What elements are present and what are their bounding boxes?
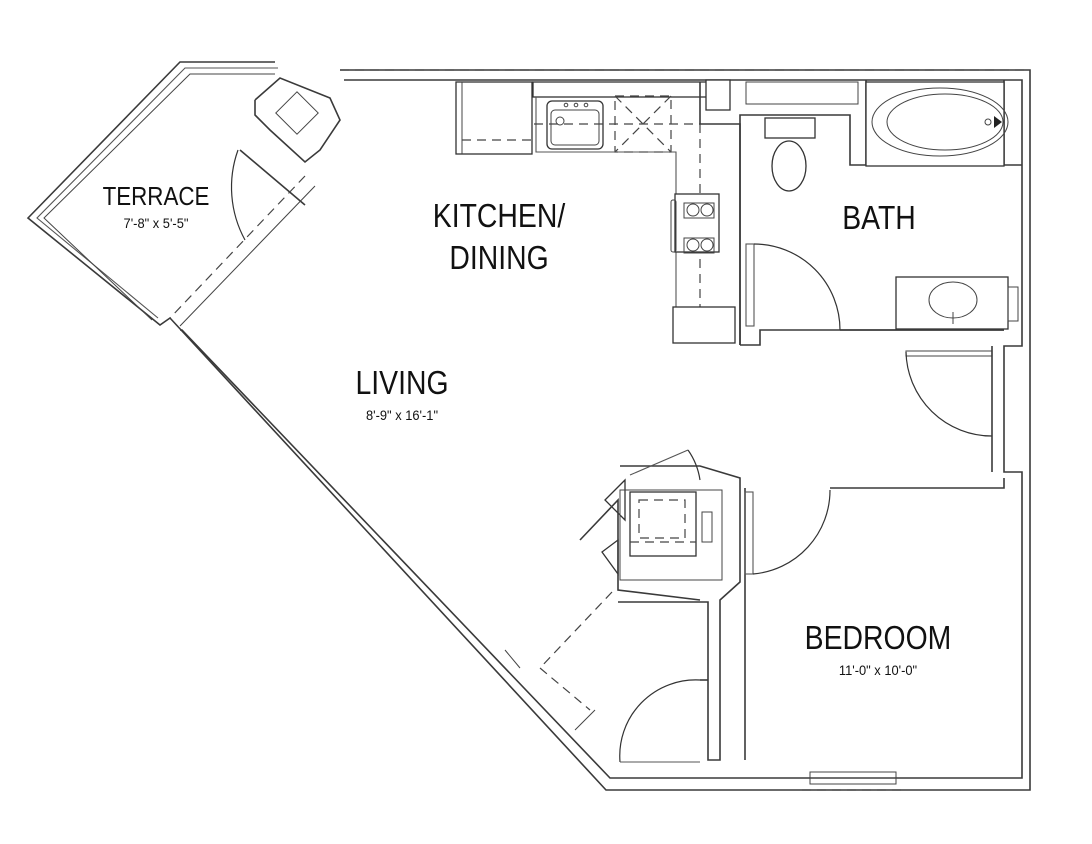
terrace-area xyxy=(43,73,341,327)
exterior-walls xyxy=(26,61,1031,791)
room-name-line2: DINING xyxy=(449,239,549,277)
washer-dryer xyxy=(629,491,697,557)
toilet-tank xyxy=(764,117,816,139)
refrigerator xyxy=(455,81,533,155)
bath-fixtures xyxy=(739,80,1022,346)
range xyxy=(674,193,720,253)
room-dimensions: 8'-9" x 16'-1" xyxy=(365,407,439,424)
room-label-kitchen-dining: KITCHEN/ DINING xyxy=(422,197,576,277)
room-name: TERRACE xyxy=(102,181,210,211)
vanity xyxy=(895,276,1009,330)
room-label-terrace: TERRACE 7'-8" x 5'-5" xyxy=(94,182,218,231)
room-dimensions: 11'-0" x 10'-0" xyxy=(838,662,918,679)
bedroom-walls xyxy=(504,449,1005,791)
room-label-living: LIVING 8'-9" x 16'-1" xyxy=(348,364,456,424)
bathtub xyxy=(865,81,1005,167)
room-label-bedroom: BEDROOM 11'-0" x 10'-0" xyxy=(793,619,964,679)
room-name: LIVING xyxy=(355,364,449,401)
room-name: BATH xyxy=(842,199,916,236)
toilet-bowl xyxy=(771,140,807,192)
room-dimensions: 7'-8" x 5'-5" xyxy=(123,214,189,231)
room-name: BEDROOM xyxy=(804,619,952,656)
room-name-line1: KITCHEN/ xyxy=(432,197,566,234)
room-label-bath: BATH xyxy=(836,199,922,236)
sink xyxy=(546,100,604,150)
kitchen-fixtures xyxy=(455,79,859,345)
hall-door xyxy=(905,346,993,472)
